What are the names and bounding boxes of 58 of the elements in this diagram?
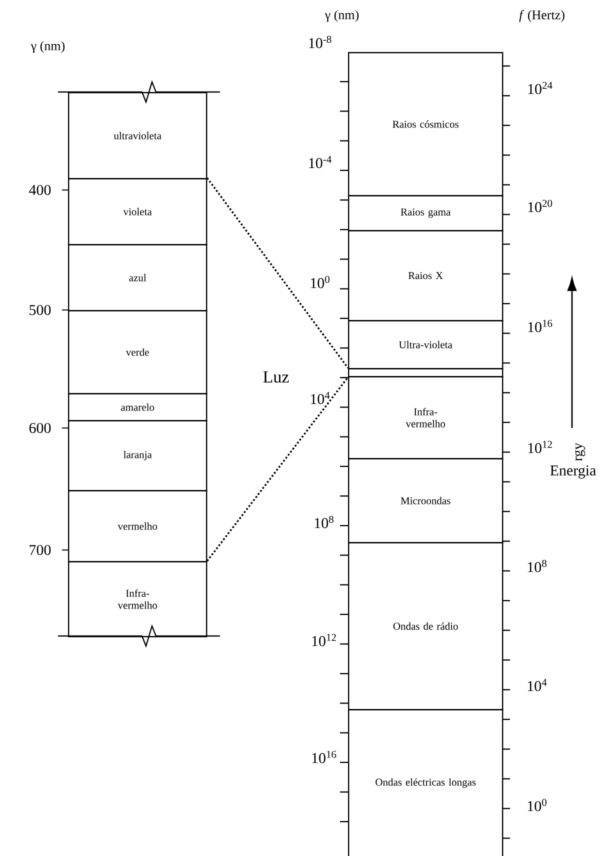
dotted-line: [206, 177, 349, 369]
band-box: [68, 490, 208, 562]
band-box: [348, 52, 504, 196]
node-label: laranja: [124, 450, 152, 460]
band-box: [348, 230, 504, 322]
tick-label: 700: [30, 544, 51, 556]
tick-label: 600: [29, 422, 51, 434]
band-box: [68, 244, 208, 312]
tick-label: 10$^{-4}$: [309, 156, 332, 168]
tick-label: 10$^{12}$: [528, 440, 552, 454]
band-box: [68, 178, 208, 246]
band-box: [68, 420, 208, 492]
node-label: Raios cósmicos: [392, 120, 458, 128]
band-box: [68, 92, 208, 180]
tick-label: 500: [30, 304, 51, 316]
tick-label: 10$^{4}$: [310, 392, 330, 404]
tick-label: 10$^{8}$: [314, 516, 334, 528]
band-box: [68, 310, 208, 394]
tick-label: 10$^{16}$: [528, 320, 552, 332]
axis-label: Luz: [263, 371, 289, 383]
node-label: amarelo: [121, 403, 154, 411]
node-label: Raios gama: [400, 208, 451, 218]
node-label: Microondas: [400, 496, 450, 504]
axis-label: f (Hertz): [519, 10, 564, 22]
node-label: Raios X: [408, 272, 443, 280]
band-box: [348, 320, 504, 370]
node-label: Ultra-violeta: [399, 340, 452, 348]
tick-label: 10$^{4}$: [528, 678, 547, 692]
tick-label: 10$^{0}$: [310, 276, 330, 288]
node-label: violeta: [123, 208, 152, 216]
tick-label: 10$^{20}$: [528, 200, 552, 212]
band-box: [348, 376, 504, 460]
tick-label: Energia: [550, 465, 596, 479]
band-box: [348, 195, 504, 232]
tick-label: 10$^{0}$: [528, 798, 546, 812]
node-label: vermelho: [118, 522, 158, 530]
node-label: Ondas de rádio: [393, 622, 458, 630]
node-label: verde: [126, 348, 149, 356]
node-label: Ondas eléctricas longas: [376, 778, 476, 788]
node-label: ultravioleta: [114, 132, 162, 140]
narrow-band-box: [348, 368, 504, 378]
band-box: [68, 561, 208, 638]
tick-label: 10$^{16}$: [312, 750, 336, 764]
tick-label: 10$^{24}$: [528, 82, 552, 94]
band-box: [68, 393, 208, 422]
node-label: azul: [129, 274, 146, 282]
node-label: Infra- vermelho: [406, 408, 446, 428]
tick-label: 400: [29, 184, 51, 196]
node-label: Infra- vermelho: [118, 589, 158, 609]
band-box: [348, 458, 504, 544]
band-box: [348, 709, 504, 856]
tick-label: 10$^{-8}$: [309, 36, 332, 48]
band-box: [348, 542, 504, 710]
axis-label: rgy: [574, 442, 586, 461]
axis-label: γ (nm): [30, 41, 65, 53]
axis-label: γ (nm): [324, 10, 359, 22]
tick-label: 10$^{8}$: [528, 560, 546, 572]
dotted-line: [206, 376, 349, 562]
